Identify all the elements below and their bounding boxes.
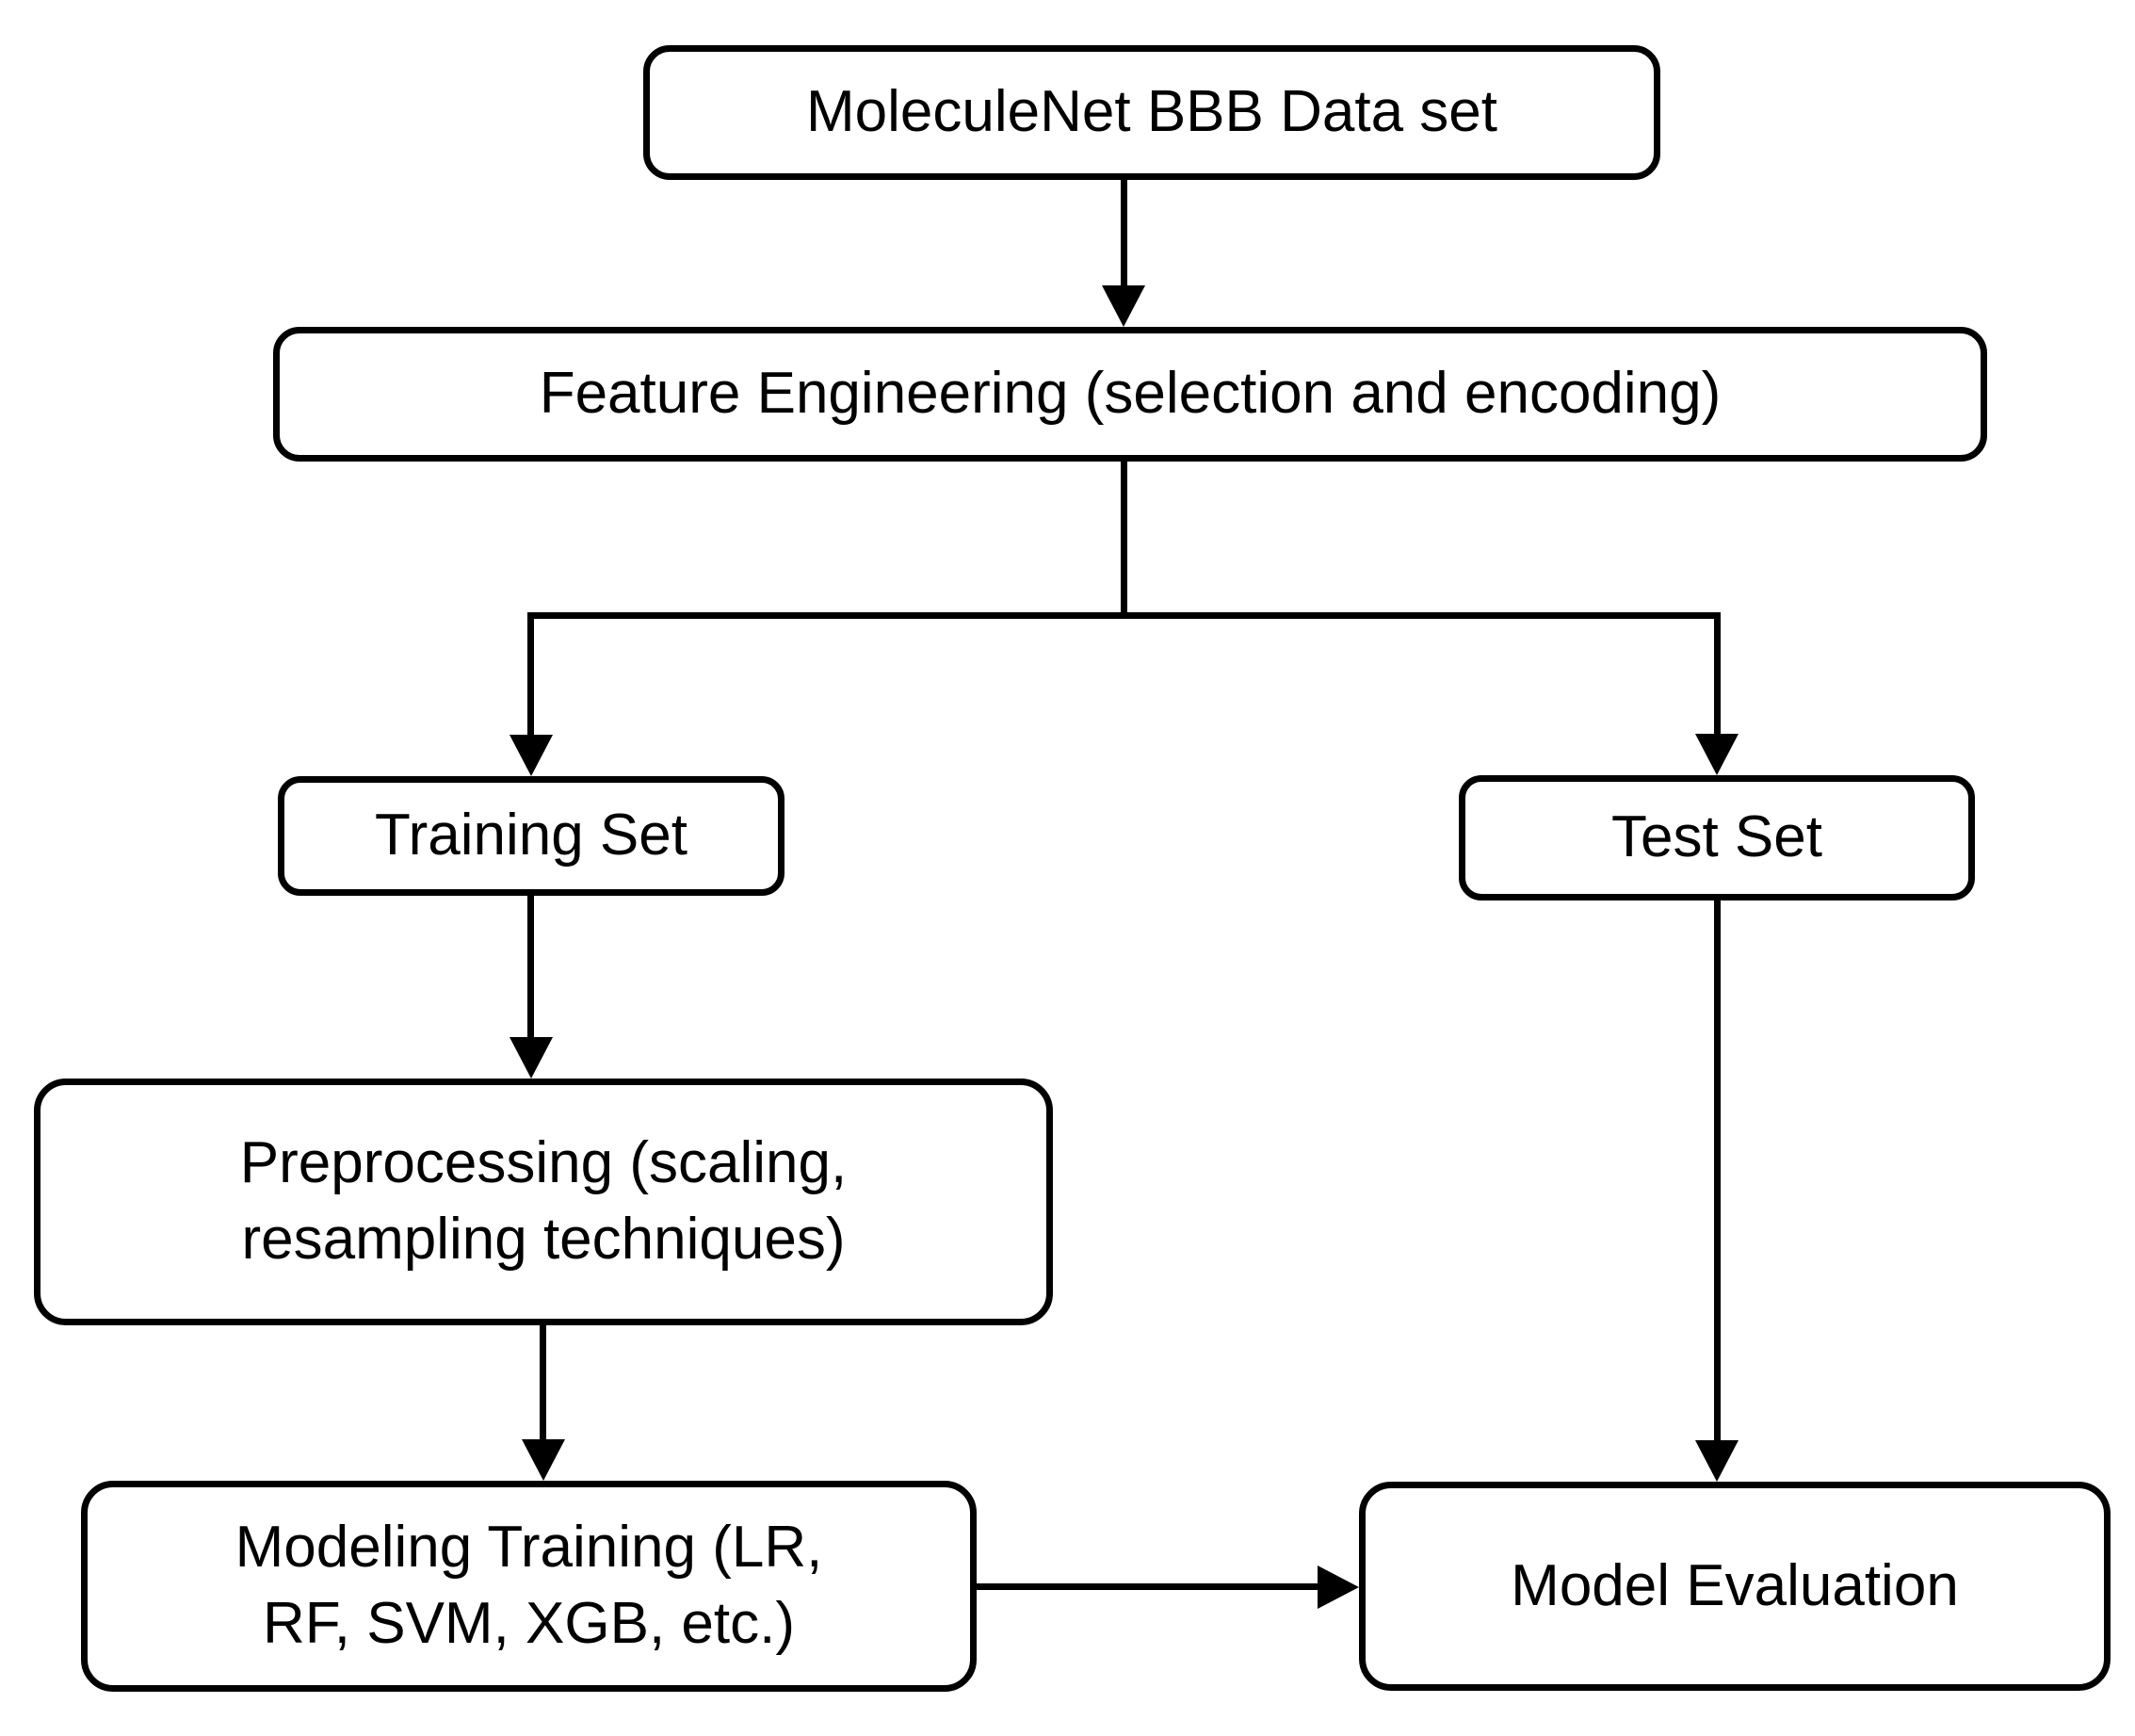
edge-line bbox=[1714, 612, 1721, 734]
node-preprocessing: Preprocessing (scaling, resampling techn… bbox=[34, 1079, 1053, 1325]
edge-line bbox=[977, 1583, 1318, 1590]
arrowhead-down-icon bbox=[1102, 285, 1145, 327]
node-test-set: Test Set bbox=[1459, 775, 1975, 900]
node-moleculenet-bbb-dataset: MoleculeNet BBB Data set bbox=[643, 45, 1660, 180]
edge-line bbox=[527, 896, 534, 1037]
node-feature-engineering: Feature Engineering (selection and encod… bbox=[273, 327, 1987, 462]
node-training-set: Training Set bbox=[278, 776, 784, 896]
edge-line bbox=[1121, 462, 1127, 619]
edge-line bbox=[540, 1325, 546, 1439]
edge-line bbox=[527, 612, 534, 735]
edge-line bbox=[1714, 900, 1721, 1440]
arrowhead-down-icon bbox=[509, 1037, 553, 1079]
arrowhead-down-icon bbox=[522, 1439, 565, 1481]
node-modeling-training: Modeling Training (LR, RF, SVM, XGB, etc… bbox=[81, 1481, 977, 1692]
edge-line bbox=[1121, 180, 1127, 285]
arrowhead-down-icon bbox=[509, 735, 553, 776]
arrowhead-down-icon bbox=[1695, 1440, 1739, 1482]
arrowhead-right-icon bbox=[1318, 1566, 1359, 1609]
arrowhead-down-icon bbox=[1695, 734, 1739, 775]
node-model-evaluation: Model Evaluation bbox=[1359, 1482, 2111, 1691]
edge-line bbox=[527, 612, 1721, 619]
